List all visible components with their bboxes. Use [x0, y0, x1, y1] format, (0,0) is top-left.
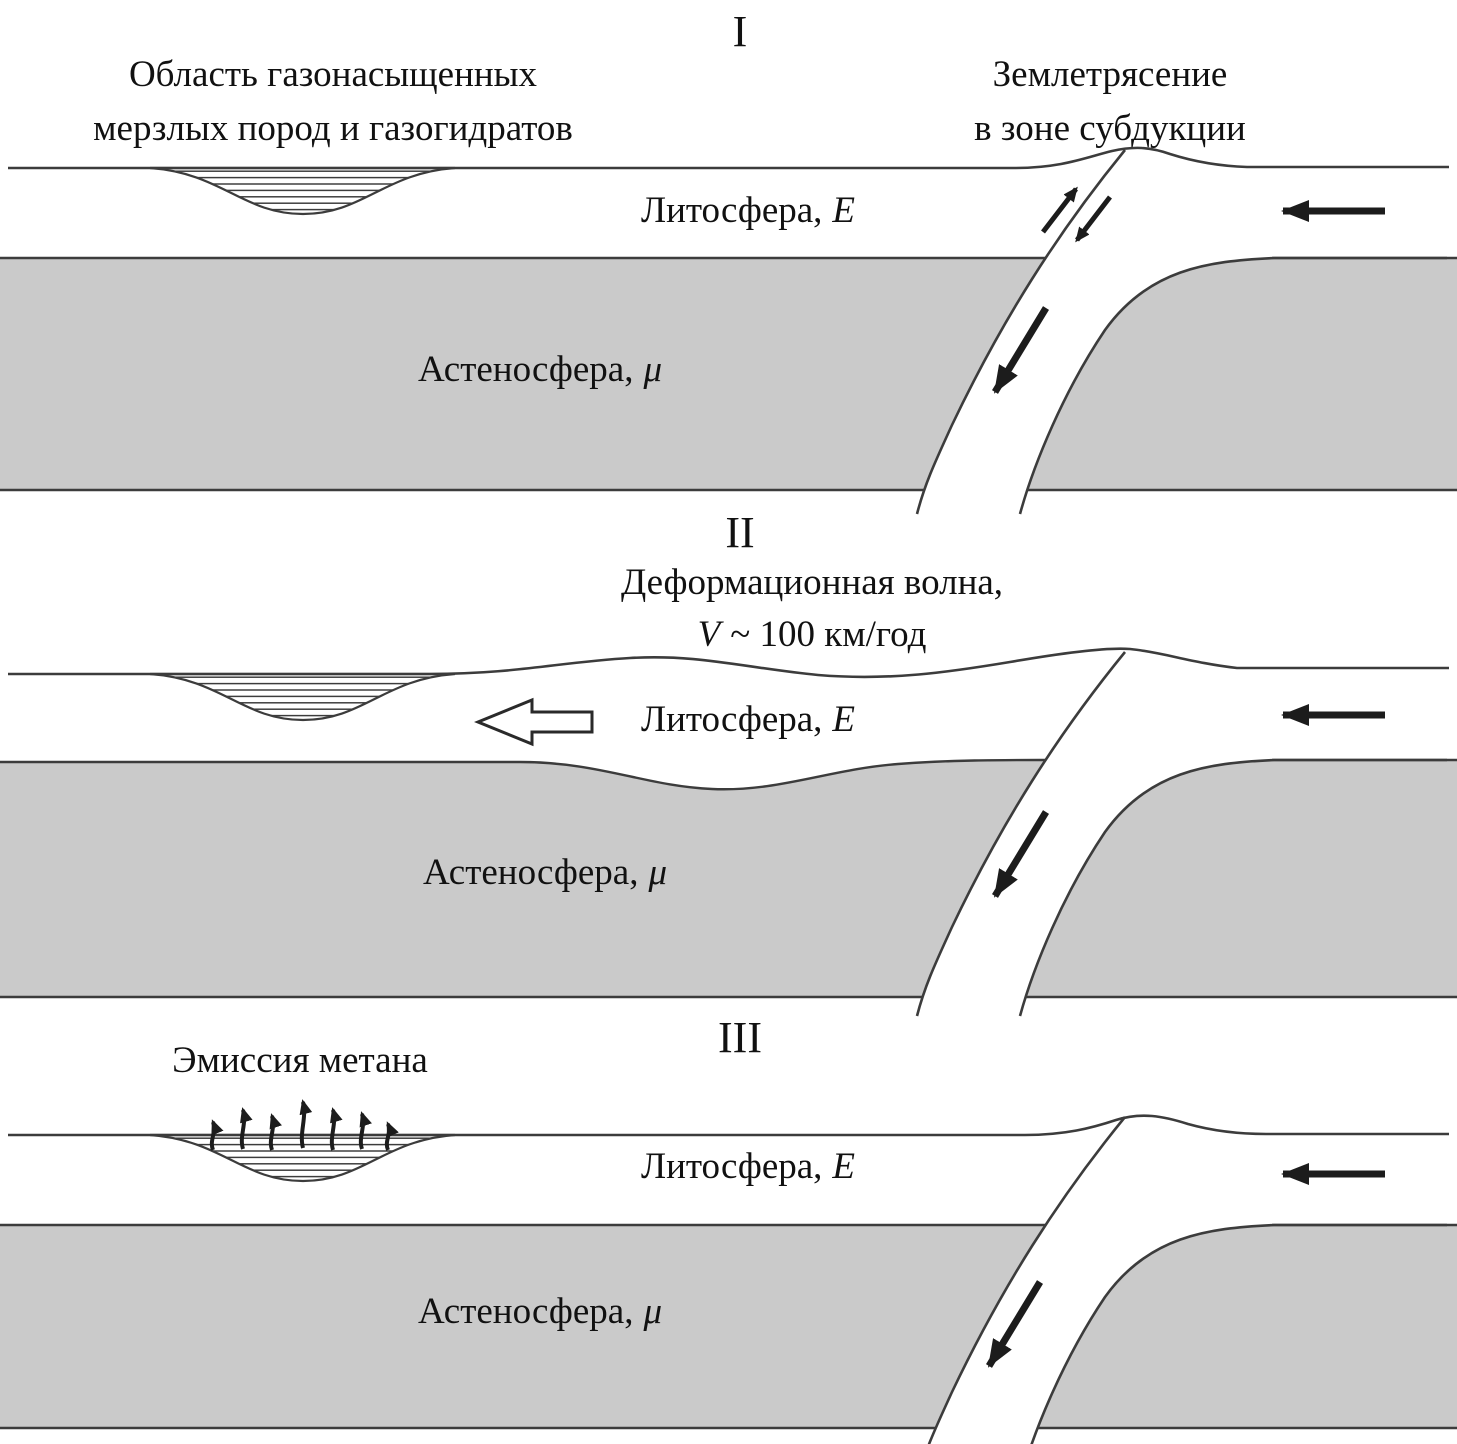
methane-arrow: [299, 1099, 313, 1149]
methane-emission-arrows: [209, 1099, 399, 1151]
asthenosphere-body: [0, 256, 1457, 492]
asthenosphere-label: Астеносфера,μ: [418, 1291, 662, 1332]
deformation-wave-label-line2: V~ 100 км/год: [698, 614, 927, 655]
surface-line: [8, 647, 1449, 679]
asthenosphere-body: [0, 1223, 1457, 1430]
panel-1: I Область газонасыщенных мерзлых пород и…: [0, 7, 1457, 516]
surface-line: [8, 1114, 1449, 1137]
methane-arrow: [239, 1107, 253, 1150]
asthenosphere-label: Астеносфера,μ: [418, 349, 662, 390]
methane-arrow: [268, 1113, 282, 1151]
surface-line: [8, 146, 1449, 170]
methane-arrow: [358, 1111, 372, 1150]
slab-descent-arrow: [992, 810, 1049, 898]
lithosphere-label: Литосфера,E: [641, 699, 855, 740]
methane-arrow: [329, 1107, 343, 1151]
panel-1-numeral: I: [733, 7, 748, 56]
gas-hydrate-lens: [148, 672, 457, 722]
slab-descent-arrow: [986, 1280, 1043, 1368]
methane-emission-label: Эмиссия метана: [172, 1040, 428, 1081]
lithosphere-label: Литосфера,E: [641, 1146, 855, 1187]
earthquake-label-line2: в зоне субдукции: [974, 108, 1246, 149]
methane-arrow: [384, 1121, 399, 1151]
asthenosphere-body: [0, 758, 1457, 999]
methane-arrow: [209, 1119, 224, 1151]
earthquake-label-line1: Землетрясение: [993, 54, 1228, 95]
panel-3-numeral: III: [718, 1013, 762, 1062]
gas-region-label-line2: мерзлых пород и газогидратов: [93, 108, 573, 149]
lithosphere-label: Литосфера,E: [641, 190, 855, 231]
panel-2: II Деформационная волна, V~ 100 км/год Л…: [0, 508, 1457, 1018]
slab-descent-arrow: [992, 306, 1049, 394]
deformation-wave-arrow: [474, 697, 594, 747]
panel-3: III Эмиссия метана Литосфера,E Астеносфе…: [0, 1013, 1457, 1444]
gas-region-label-line1: Область газонасыщенных: [129, 54, 538, 95]
earthquake-shear-arrow-2: [1075, 195, 1112, 243]
deformation-wave-label-line1: Деформационная волна,: [621, 562, 1003, 603]
gas-hydrate-lens: [148, 166, 457, 216]
asthenosphere-label: Астеносфера,μ: [423, 852, 667, 893]
panel-2-numeral: II: [725, 508, 754, 557]
earthquake-shear-arrow-1: [1041, 186, 1078, 234]
